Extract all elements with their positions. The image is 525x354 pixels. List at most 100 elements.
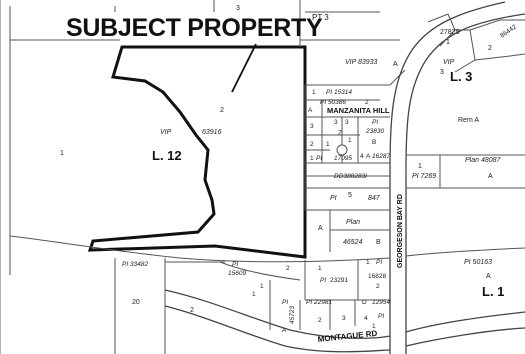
parcel-label: PI — [320, 277, 326, 284]
road-edge — [405, 327, 525, 347]
parcel-label: 1 — [60, 150, 64, 157]
parcel-label: Z — [338, 130, 342, 137]
parcel-label: Rem A — [458, 117, 479, 124]
parcel-label: 1 — [252, 291, 256, 298]
parcel-label: 1 — [260, 283, 264, 290]
parcel-label: 2 — [376, 283, 380, 290]
parcel-line — [219, 261, 301, 281]
parcel-label: 1 — [446, 39, 450, 46]
georgeson-road-edge-west — [389, 1, 506, 354]
parcel-label: PI — [316, 155, 322, 162]
parcel-label: 1 — [326, 141, 330, 148]
parcel-label: A — [366, 153, 371, 160]
parcel-label: B — [372, 139, 376, 146]
parcel-label: DD388283I — [334, 173, 367, 180]
parcel-label: A — [318, 225, 323, 232]
parcel-label: 17095 — [334, 155, 352, 162]
subject-property-boundary — [87, 45, 307, 259]
boundary-curve — [9, 235, 391, 263]
parcel-label: 27829 — [440, 29, 460, 36]
parcel-label: Plan 48087 — [465, 157, 502, 164]
parcel-label: 4 — [364, 315, 368, 322]
parcel-label: B — [376, 239, 381, 246]
parcel-label: PI 50163 — [464, 259, 492, 266]
parcel-label: A — [488, 173, 493, 180]
parcel-label: 3 — [345, 119, 349, 126]
cul-de-sac — [336, 144, 348, 156]
parcel-label: 23291 — [330, 277, 348, 284]
parcel-label: 1 — [318, 265, 322, 272]
georgeson-road-edge-east — [405, 13, 525, 354]
boundary-curve — [405, 247, 525, 257]
parcel-label: 2 — [365, 99, 369, 106]
parcel-label: A — [486, 273, 491, 280]
parcel-label: 16828 — [368, 273, 386, 280]
lot-1-label: L. 1 — [482, 284, 504, 299]
parcel-label: 2 — [190, 307, 194, 314]
manzanita-hill-road-label: MANZANITA HILL — [327, 106, 390, 115]
parcel-label: 2 — [318, 317, 322, 324]
parcel-label: VIP — [443, 59, 455, 66]
parcel-line — [427, 13, 456, 47]
parcel-label: 16287 — [372, 153, 390, 160]
parcel-label: 1 — [310, 155, 314, 162]
montague-road-edge-north — [164, 289, 391, 339]
parcel-label: PI 50386 — [320, 99, 346, 106]
parcel-line — [474, 53, 525, 61]
parcel-label: PI 7269 — [412, 173, 436, 180]
parcel-label: 5 — [348, 192, 352, 199]
parcel-label: 46524 — [343, 239, 363, 246]
parcel-label: 45723 — [289, 306, 296, 324]
parcel-label: A — [282, 327, 287, 334]
parcel-label: Plan — [346, 219, 360, 226]
parcel-label: 3 — [342, 315, 346, 322]
parcel-label: 2 — [220, 107, 224, 114]
parcel-label: 3 — [334, 119, 338, 126]
subject-property-callout: SUBJECT PROPERTY — [66, 14, 323, 42]
parcel-label: 3 — [236, 5, 240, 12]
parcel-label: 20 — [132, 299, 140, 306]
parcel-label: 15609 — [228, 270, 246, 277]
parcel-label: PI 33482 — [122, 261, 148, 268]
parcel-label: 2 — [310, 141, 314, 148]
parcel-label: 22981 — [313, 299, 332, 306]
parcel-line — [454, 29, 476, 73]
parcel-label: A — [308, 107, 313, 114]
parcel-label: 3 — [440, 69, 444, 76]
parcel-label: 1 — [348, 137, 352, 144]
parcel-label: 1 — [372, 323, 376, 330]
parcel-label: 1 — [312, 89, 316, 96]
parcel-label: 63916 — [202, 129, 222, 136]
montague-road-label: MONTAGUE RD — [317, 329, 378, 344]
parcel-label: PI — [232, 261, 238, 268]
parcel-label: 3 — [310, 123, 314, 130]
parcel-label: 86442 — [499, 23, 518, 39]
parcel-label: PI — [330, 195, 337, 202]
parcel-line — [305, 69, 406, 86]
parcel-label: PI — [306, 299, 312, 306]
lot-3-label: L. 3 — [450, 69, 472, 84]
road-edge — [405, 311, 525, 333]
parcel-label: PI 15314 — [326, 89, 352, 96]
parcel-label: D — [362, 299, 367, 306]
parcel-label: 2 — [488, 45, 492, 52]
parcel-label: PI — [376, 259, 382, 266]
parcel-label: PI — [378, 313, 384, 320]
parcel-label: 12954 — [372, 299, 390, 306]
lot-12-label: L. 12 — [152, 148, 182, 163]
parcel-label: 2 — [286, 265, 290, 272]
parcel-label: 23830 — [365, 128, 384, 135]
parcel-label: 4 — [360, 153, 364, 160]
montague-road-edge-south — [164, 305, 391, 353]
parcel-label: PT 3 — [312, 13, 329, 22]
callout-pointer — [231, 43, 257, 93]
parcel-label: PI — [372, 119, 378, 126]
parcel-label: VIP — [160, 129, 172, 136]
parcel-label: 847 — [368, 195, 381, 202]
parcel-label: A — [393, 61, 398, 68]
parcel-label: 1 — [366, 259, 370, 266]
georgeson-bay-road-label: GEORGESON BAY RD — [397, 194, 404, 268]
parcel-label: VIP 83933 — [345, 59, 378, 66]
